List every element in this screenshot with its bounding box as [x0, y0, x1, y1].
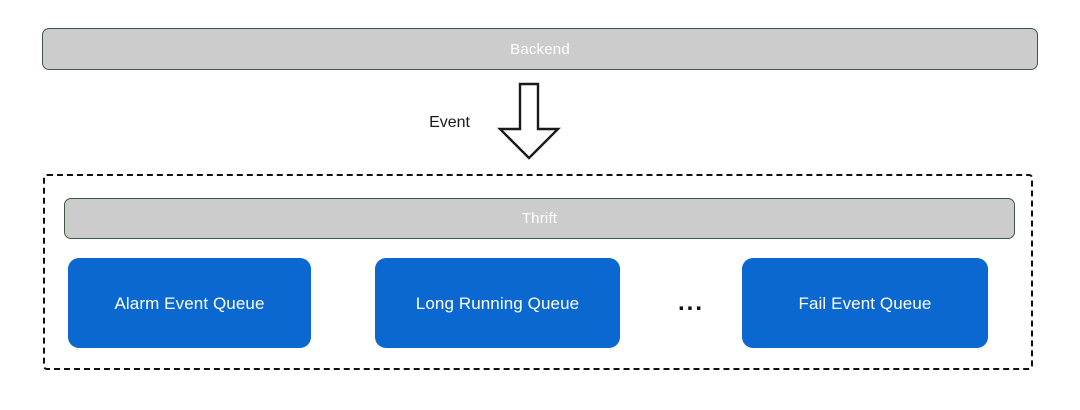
backend-label: Backend	[510, 40, 570, 58]
thrift-label: Thrift	[521, 210, 558, 227]
queue-label: Alarm Event Queue	[114, 293, 265, 313]
queue-box-alarm-event: Alarm Event Queue	[68, 258, 311, 348]
event-flow-connector: Event	[398, 82, 573, 160]
thrift-queue-container	[43, 174, 1033, 370]
thrift-box: Thrift	[64, 198, 1015, 239]
queue-box-fail-event: Fail Event Queue	[742, 258, 988, 348]
backend-box: Backend	[42, 28, 1038, 70]
queue-label: Fail Event Queue	[798, 293, 932, 313]
queue-ellipsis: ...	[677, 289, 704, 316]
queue-label: Long Running Queue	[415, 293, 580, 313]
arrow-down-icon	[497, 82, 561, 160]
queue-box-long-running: Long Running Queue	[375, 258, 620, 348]
event-edge-label: Event	[429, 114, 470, 131]
